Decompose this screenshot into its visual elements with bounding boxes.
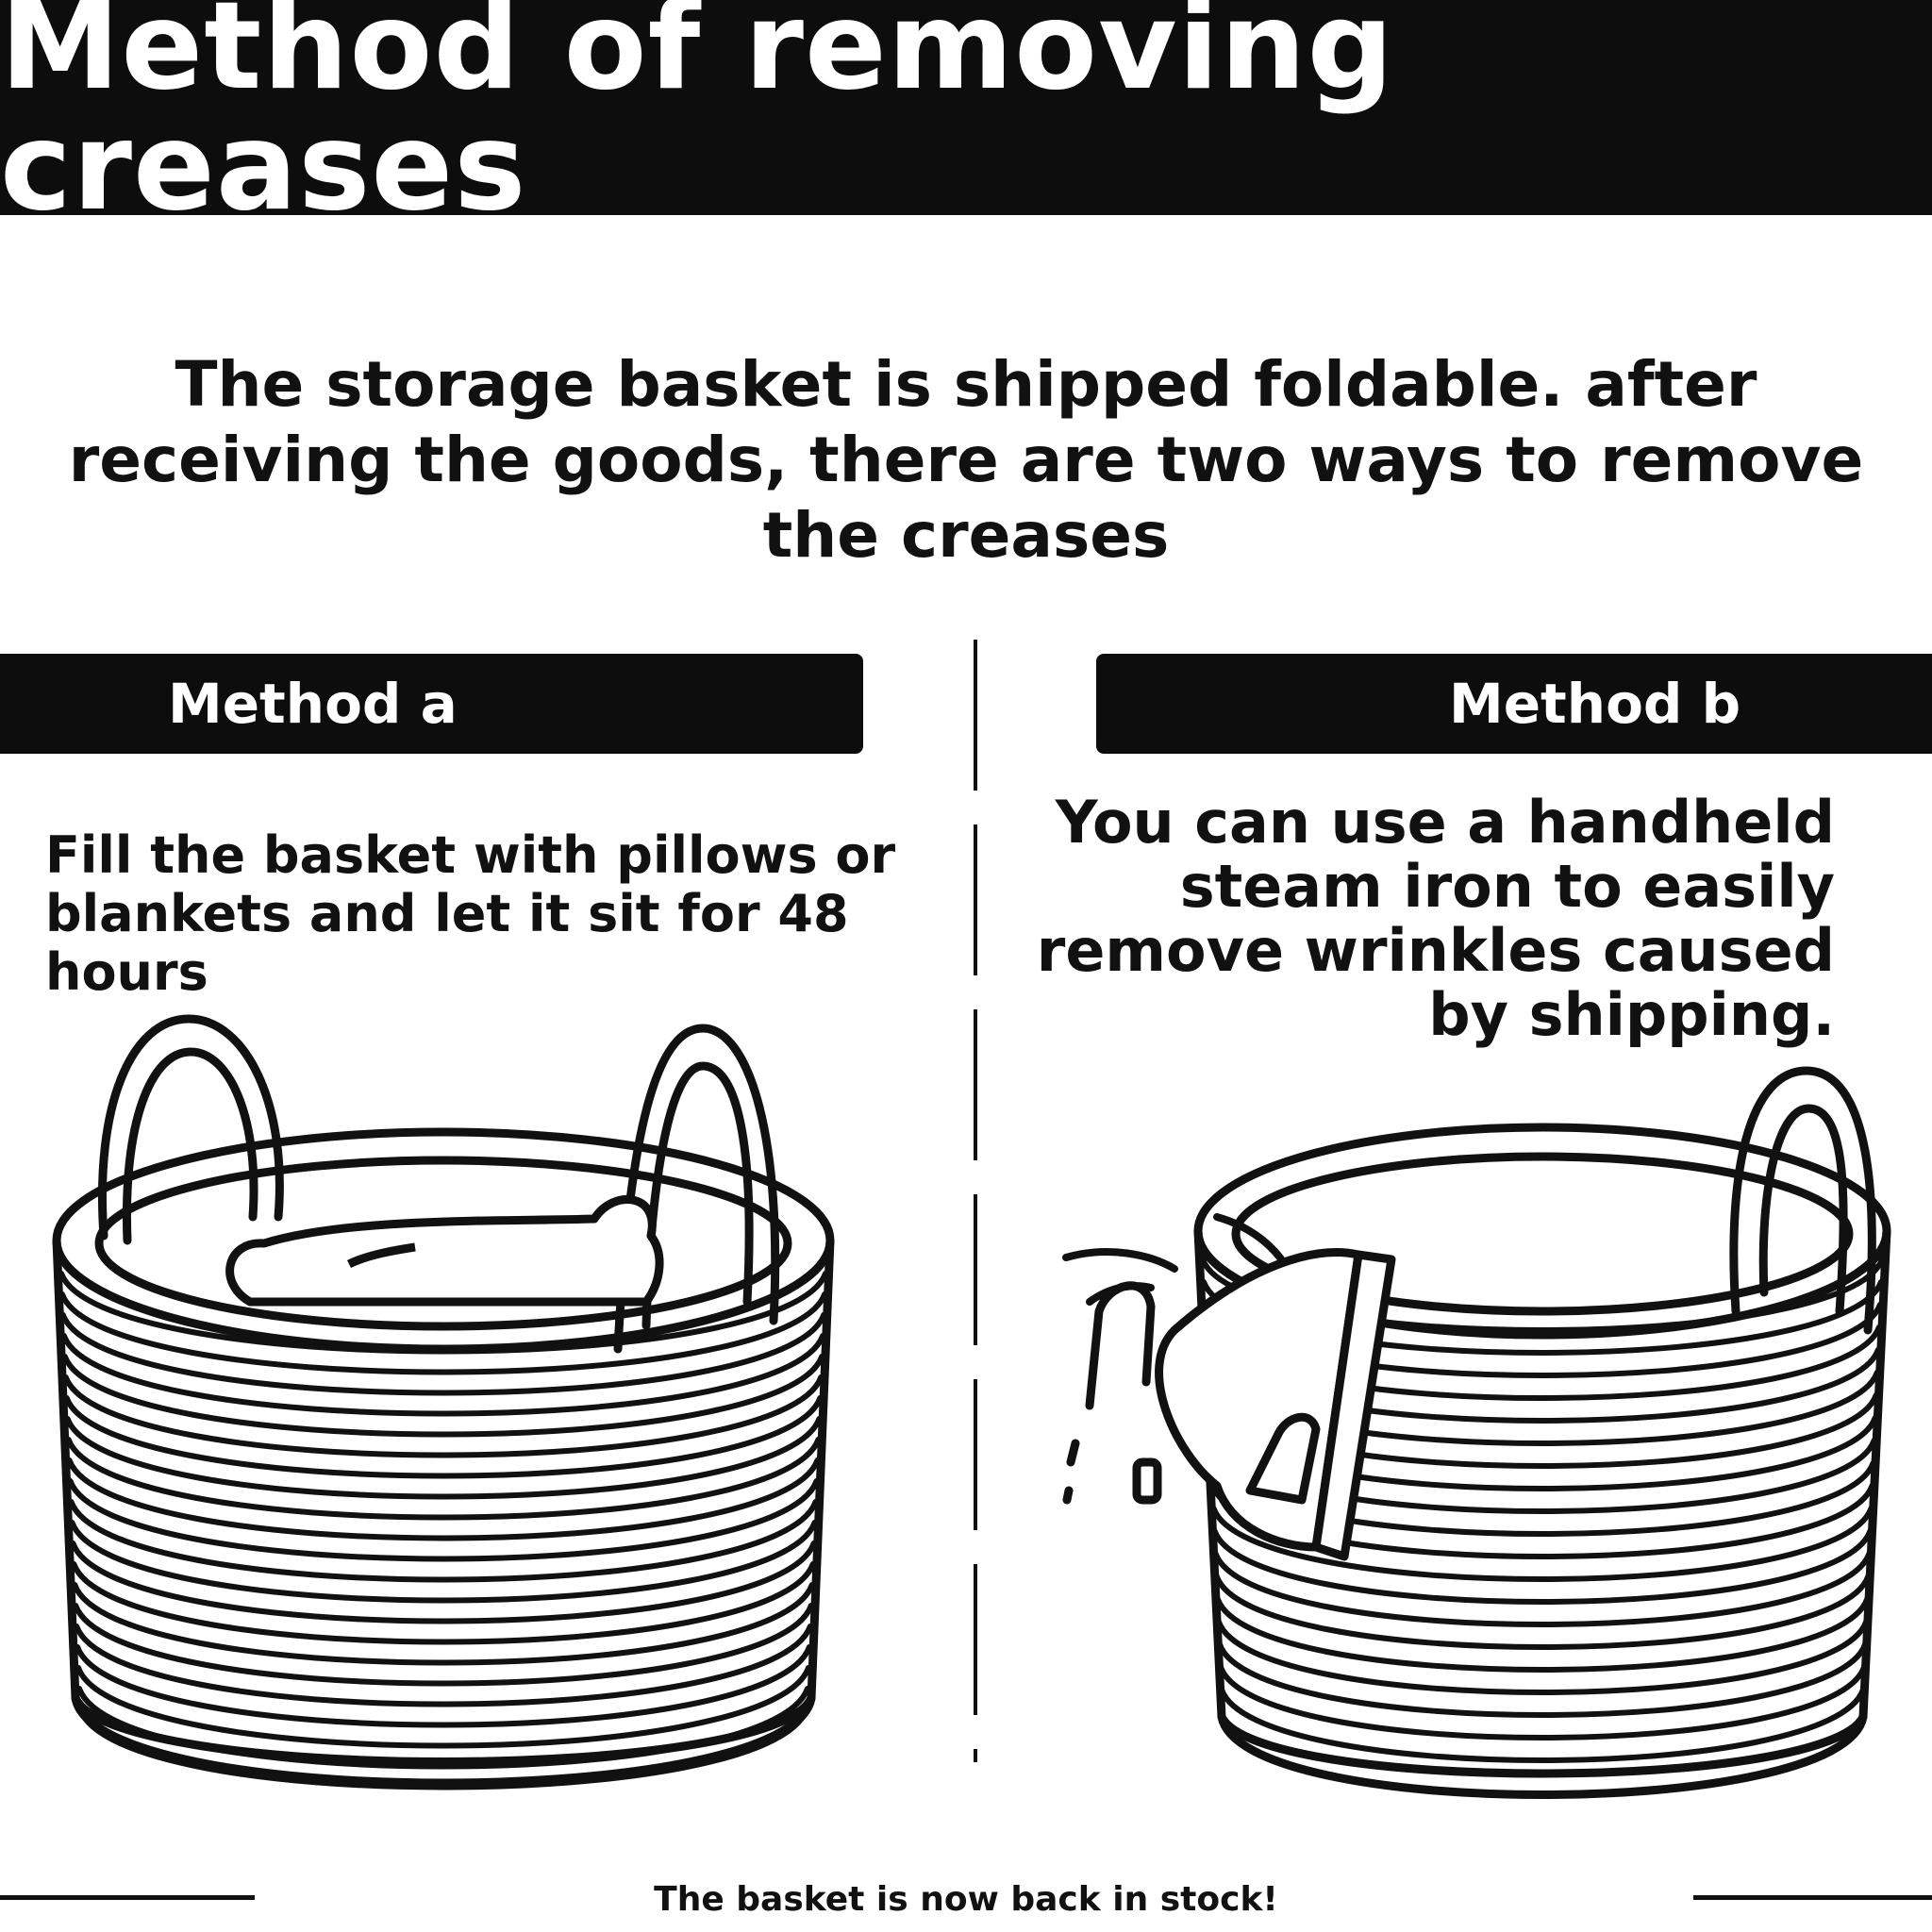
- basket-with-steam-iron-illustration: [1062, 1066, 1891, 1799]
- rope-coil: [1213, 1574, 1872, 1650]
- rope-coil: [1215, 1619, 1870, 1695]
- method-b-description: You can use a handheld steam iron to eas…: [1036, 788, 1835, 1049]
- left-handle: [97, 1014, 284, 1241]
- method-a-banner: Method a: [0, 654, 863, 754]
- method-b-label: Method b: [1449, 672, 1741, 736]
- footer-rule-left: [0, 1895, 255, 1900]
- rope-coil: [75, 1644, 812, 1728]
- rope-coil: [77, 1707, 809, 1790]
- rope-coil: [66, 1457, 821, 1541]
- rope-coil: [65, 1437, 822, 1521]
- rope-coil: [1210, 1506, 1874, 1582]
- rope-coil: [1211, 1528, 1874, 1605]
- rope-coil: [1212, 1551, 1873, 1627]
- rope-coil: [60, 1333, 826, 1417]
- footer-note: The basket is now back in stock!: [654, 1880, 1278, 1919]
- method-a-label: Method a: [168, 672, 458, 736]
- rope-coil: [58, 1271, 828, 1355]
- rope-coil: [59, 1312, 827, 1396]
- rope-coil: [69, 1520, 818, 1604]
- basket-with-pillow-illustration: [52, 1014, 835, 1790]
- rope-coil: [64, 1416, 823, 1500]
- footer-rule-right: [1693, 1895, 1932, 1900]
- rope-coil: [1216, 1641, 1869, 1718]
- method-b-banner: Method b: [1096, 654, 1932, 754]
- rope-coil: [58, 1291, 828, 1375]
- rope-coil: [1214, 1596, 1871, 1673]
- steam-iron-icon: [1062, 1248, 1396, 1561]
- rope-coil: [63, 1395, 824, 1479]
- rope-coil: [70, 1541, 817, 1624]
- rope-coil: [67, 1478, 820, 1562]
- rope-coil: [68, 1499, 819, 1583]
- rope-coil: [76, 1686, 810, 1770]
- rope-coil: [1217, 1664, 1868, 1740]
- title-banner: Method of removing creases: [0, 0, 1932, 228]
- rope-coil: [72, 1582, 815, 1666]
- page-title: Method of removing creases: [0, 0, 1395, 238]
- rope-coil: [73, 1603, 814, 1687]
- rope-coil: [61, 1354, 825, 1438]
- rope-coil: [74, 1624, 813, 1707]
- intro-text: The storage basket is shipped foldable. …: [68, 348, 1864, 572]
- rope-coil: [1219, 1687, 1866, 1763]
- dashed-divider: [974, 640, 977, 1762]
- pillow-icon: [225, 1195, 664, 1307]
- method-a-description: Fill the basket with pillows or blankets…: [45, 825, 896, 1002]
- right-handle: [613, 1024, 780, 1354]
- rope-coil: [62, 1374, 824, 1458]
- rope-coil: [71, 1561, 816, 1645]
- rope-coil: [75, 1665, 811, 1749]
